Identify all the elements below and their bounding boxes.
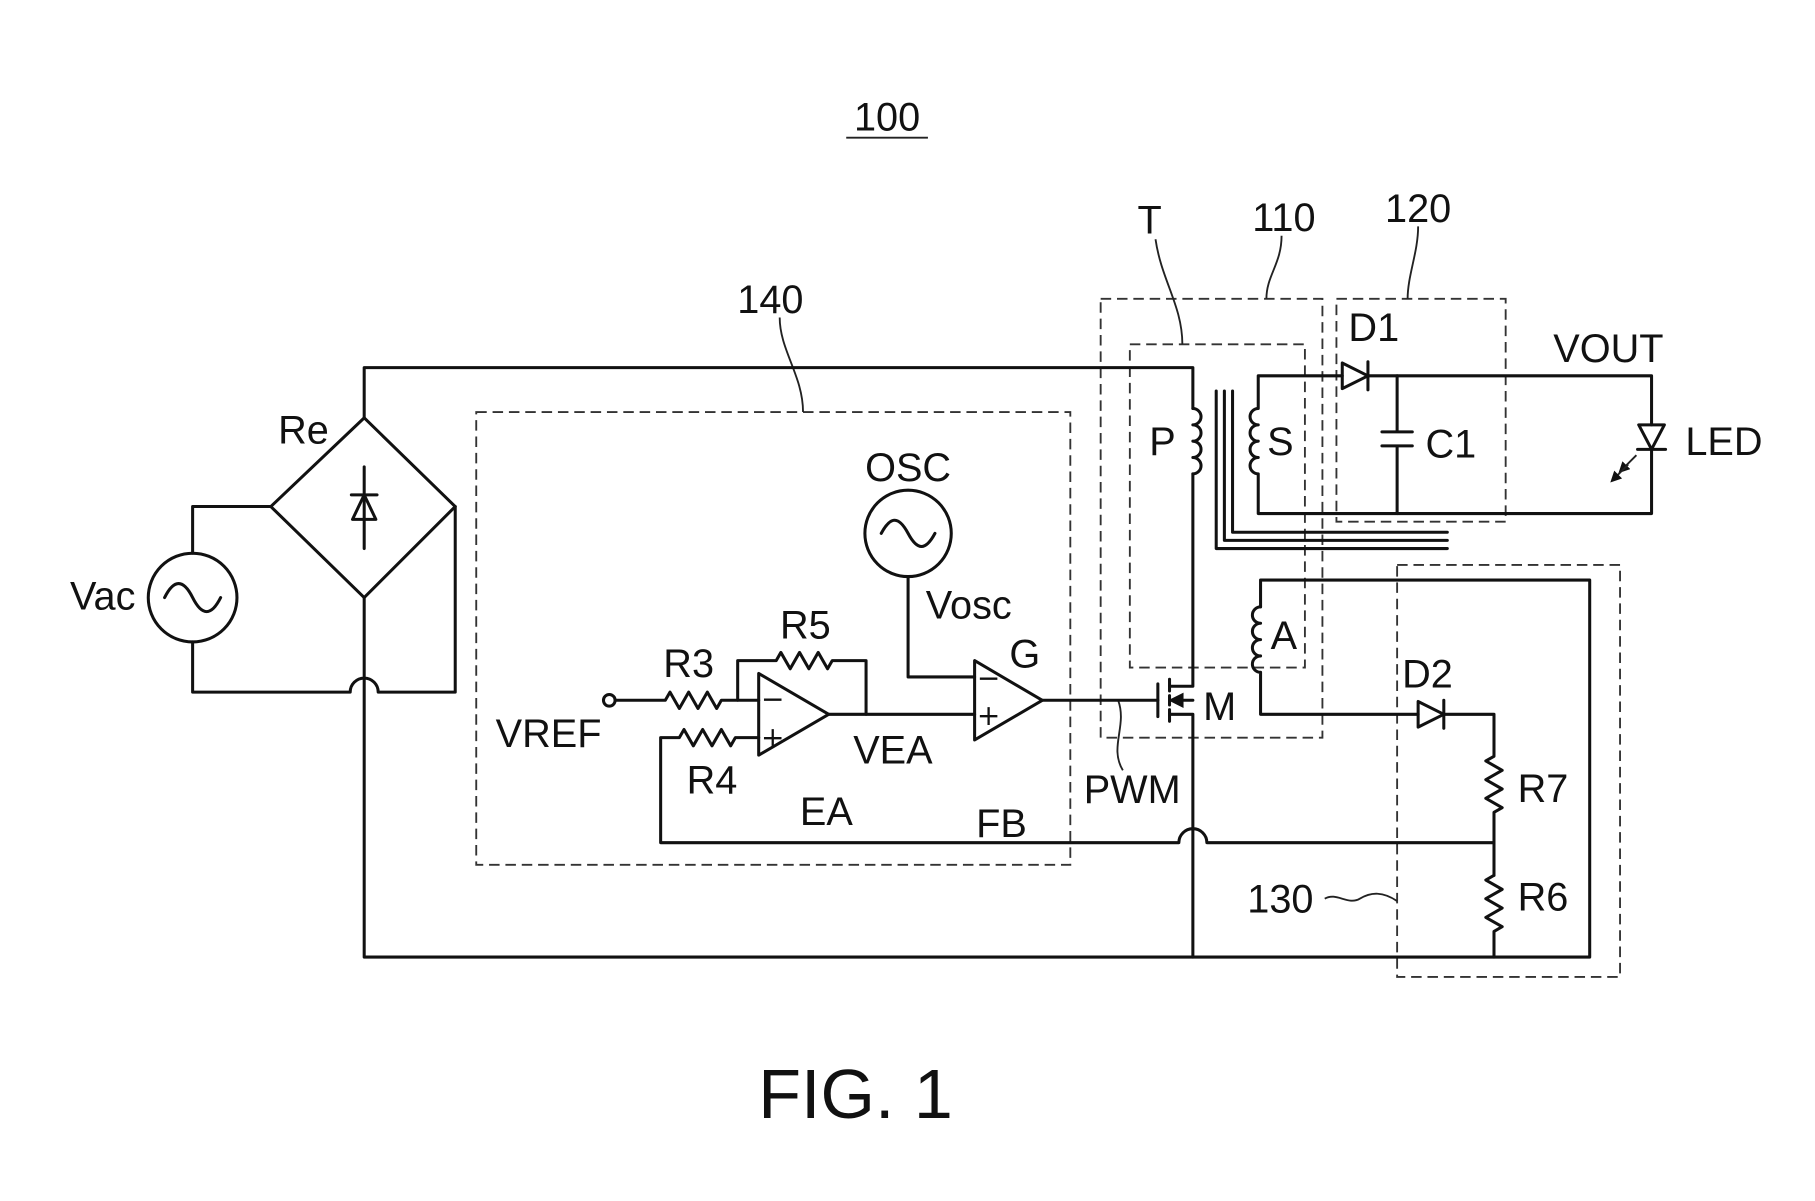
label-auxiliary-winding: A [1271, 614, 1298, 658]
oscillator-sine-icon [881, 520, 935, 546]
label-secondary-winding: S [1267, 420, 1293, 464]
label-error-amplifier: EA [800, 790, 853, 834]
error-amplifier-noninverting-sign: + [761, 721, 784, 754]
transformer-core-line-inner [1233, 391, 1448, 532]
block-140-leader [780, 317, 803, 412]
label-transformer: T [1138, 198, 1162, 242]
resistor-6-zigzag [1486, 875, 1502, 957]
label-pwm: PWM [1084, 768, 1181, 812]
label-vosc: Vosc [926, 584, 1012, 628]
figure-caption: FIG. 1 [758, 1055, 953, 1133]
label-vea: VEA [853, 728, 933, 772]
diode-1-triangle-icon [1342, 363, 1368, 389]
led-triangle-icon [1639, 425, 1665, 450]
error-amplifier-inverting-sign: − [761, 682, 784, 715]
label-block-120: 120 [1385, 187, 1451, 231]
wire-top-rail [364, 368, 1193, 418]
label-vout: VOUT [1553, 327, 1663, 371]
label-capacitor-1: C1 [1425, 423, 1476, 467]
transformer-leader [1156, 239, 1183, 344]
wire-bottom-rail [364, 580, 1590, 957]
reference-numeral: 100 [854, 96, 920, 140]
primary-winding-coil [1193, 409, 1201, 474]
label-switch: M [1203, 685, 1236, 729]
label-diode-1: D1 [1348, 306, 1399, 350]
led-emission-arrow-icon [1612, 465, 1628, 481]
pwm-leader [1117, 700, 1122, 770]
label-resistor-4: R4 [687, 759, 738, 803]
label-vref: VREF [496, 712, 602, 756]
comparator-noninverting-sign: + [977, 699, 1000, 732]
label-block-140: 140 [737, 278, 803, 322]
label-ac-source: Vac [70, 574, 135, 618]
label-resistor-6: R6 [1518, 875, 1569, 919]
label-oscillator: OSC [865, 446, 951, 490]
label-resistor-7: R7 [1518, 767, 1569, 811]
label-block-130: 130 [1247, 878, 1313, 922]
wire-drain [1170, 474, 1193, 686]
label-primary-winding: P [1149, 420, 1175, 464]
vref-terminal [603, 694, 615, 706]
comparator-inverting-sign: − [977, 661, 1000, 694]
wire-feedback-fb [661, 729, 1494, 842]
block-140-boundary [476, 412, 1070, 865]
label-diode-2: D2 [1402, 652, 1453, 696]
label-bridge-rectifier: Re [278, 409, 329, 453]
label-led: LED [1685, 420, 1762, 464]
mosfet-body-arrow-icon [1171, 694, 1183, 706]
block-130-boundary [1397, 565, 1620, 977]
label-block-110: 110 [1252, 196, 1315, 240]
block-120-leader [1408, 226, 1419, 298]
wire-vac-bottom [193, 507, 456, 693]
label-resistor-5: R5 [780, 603, 831, 647]
ac-source-sine-icon [165, 584, 221, 612]
wire-vout [1368, 376, 1652, 425]
capacitor-1-symbol [1382, 376, 1412, 514]
label-resistor-3: R3 [663, 642, 714, 686]
resistor-7-zigzag [1444, 714, 1502, 875]
block-110-boundary [1101, 299, 1323, 738]
resistor-5-zigzag [738, 652, 866, 714]
diode-2-triangle-icon [1418, 701, 1444, 727]
label-comparator: G [1009, 633, 1040, 677]
label-fb: FB [976, 802, 1027, 846]
block-110-leader [1266, 236, 1281, 299]
wire-vac-top [193, 507, 271, 554]
block-130-leader [1325, 894, 1397, 901]
